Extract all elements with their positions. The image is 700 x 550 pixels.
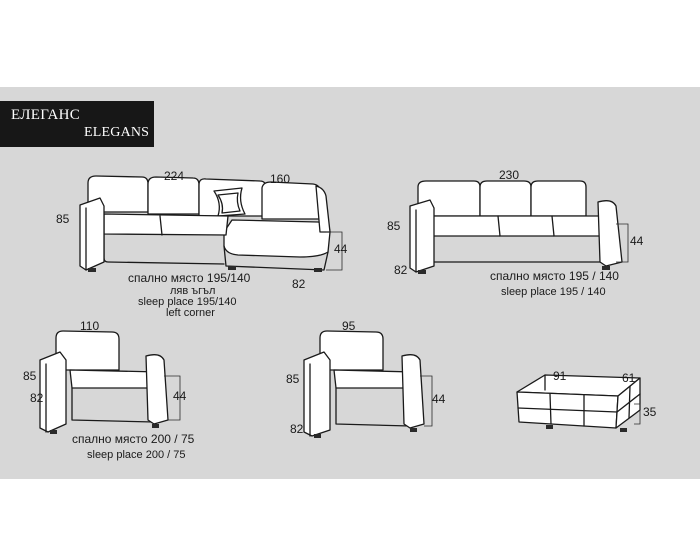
armchair-bed: 110 85 44 82 спално място 200 / 75 sleep… [23, 319, 195, 461]
corner-sofa-width: 224 [164, 169, 184, 183]
armchair-seat-height: 44 [432, 392, 446, 406]
armchair-bed-seat-height: 44 [173, 389, 187, 403]
corner-sofa-caption-bg-2: ляв ъгъл [170, 285, 215, 297]
corner-sofa-caption-bg: спално място 195/140 [128, 271, 251, 285]
corner-sofa: 224 160 85 44 82 спално място 195/140 ля… [56, 169, 348, 319]
corner-sofa-height: 85 [56, 212, 70, 226]
armchair-bed-depth: 82 [30, 391, 44, 405]
armchair-height: 85 [286, 372, 300, 386]
sofa-caption-en: sleep place 195 / 140 [501, 286, 606, 298]
corner-sofa-chaise-width: 160 [270, 172, 290, 186]
sofa: 230 85 44 82 спално място 195 / 140 slee… [387, 168, 644, 298]
brand-badge [0, 101, 154, 147]
ottoman-height: 35 [643, 405, 657, 419]
armchair-bed-caption-bg: спално място 200 / 75 [72, 432, 195, 446]
brand-title-latin: ELEGANS [84, 125, 150, 140]
armchair-width: 95 [342, 319, 356, 333]
corner-sofa-seat-height: 44 [334, 242, 348, 256]
sofa-width: 230 [499, 168, 519, 182]
ottoman: 91 61 35 [516, 369, 657, 432]
brand-title-cyrillic: ЕЛЕГАНС [11, 107, 81, 123]
sofa-caption-bg: спално място 195 / 140 [490, 269, 619, 283]
armchair-bed-caption-en: sleep place 200 / 75 [87, 449, 185, 461]
sofa-height: 85 [387, 219, 401, 233]
corner-sofa-caption-en-2: left corner [166, 307, 215, 319]
armchair-bed-width: 110 [80, 319, 99, 333]
corner-sofa-caption-en: sleep place 195/140 [138, 296, 236, 308]
armchair: 95 85 44 82 [286, 319, 446, 438]
ottoman-depth: 61 [622, 371, 636, 385]
sofa-depth: 82 [394, 263, 408, 277]
armchair-bed-height: 85 [23, 369, 37, 383]
armchair-depth: 82 [290, 422, 304, 436]
sofa-seat-height: 44 [630, 234, 644, 248]
corner-sofa-depth: 82 [292, 277, 306, 291]
ottoman-width: 91 [553, 369, 567, 383]
